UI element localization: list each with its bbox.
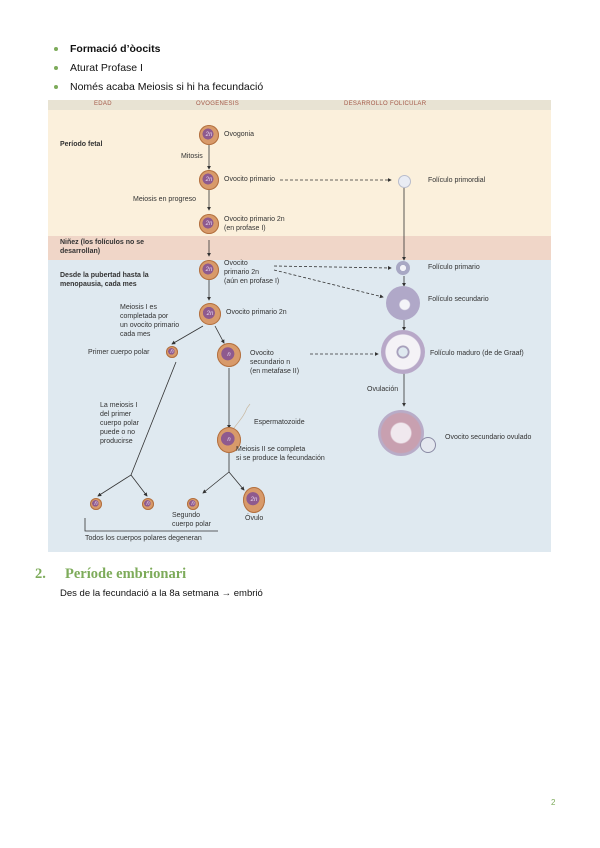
label-primary-oocyte: Ovocito primario xyxy=(224,176,275,183)
fertilized-oocyte-cell: n xyxy=(217,427,241,453)
label-mitosis: Mitosis xyxy=(181,153,203,160)
header-follicular: DESARROLLO FOLICULAR xyxy=(344,101,427,107)
arrow-ovum xyxy=(228,471,245,491)
second-polar-body: n xyxy=(187,498,199,510)
label-second-polar-2: cuerpo polar xyxy=(172,521,211,528)
label-secondary-follicle: Folículo secundario xyxy=(428,296,489,303)
sperm-tail xyxy=(233,403,251,429)
row-label-childhood: Niñez (los folículos no se desarrollan) xyxy=(60,239,145,255)
label-meiosis2-1: Meiosis II se completa xyxy=(236,446,306,453)
secondary-follicle xyxy=(386,286,420,320)
section-title: Període embrionari xyxy=(65,566,187,582)
primary-oocyte-monthly-cell: 2n xyxy=(199,303,221,325)
primary-oocyte-prophase-cell: 2n xyxy=(199,214,219,234)
label-sperm: Espermatozoide xyxy=(254,419,305,426)
arrow-polar-a xyxy=(97,474,132,497)
dashed-to-primary xyxy=(273,265,392,270)
first-polar-body: n xyxy=(166,346,178,358)
ovulated-oocyte xyxy=(420,437,436,453)
arrow-second-polar xyxy=(202,471,230,494)
ovulated-follicle xyxy=(378,410,424,456)
polar-body-a: n xyxy=(90,498,102,510)
label-secondary-oocyte-2: secundario n xyxy=(250,359,291,366)
label-meiosis1-4: cada mes xyxy=(120,331,151,338)
section-heading: 2. Període embrionari xyxy=(35,566,186,583)
oogonia-cell: 2n xyxy=(199,125,219,145)
dashed-to-secondary xyxy=(273,269,384,299)
label-first-polar-body: Primer cuerpo polar xyxy=(88,349,150,356)
label-primary-2n-b: primario 2n xyxy=(224,269,260,276)
bullet-list: Formació d’òocits Aturat Profase I Només… xyxy=(52,40,263,97)
fetal-band xyxy=(48,110,551,236)
label-primary-oocyte-2n: Ovocito primario 2n xyxy=(226,309,287,316)
label-meiosis2-2: si se produce la fecundación xyxy=(236,455,325,462)
label-meiosis1-1: Meiosis I es xyxy=(120,304,157,311)
label-polar-meiosis-2: del primer xyxy=(100,411,132,418)
bullet-item: Només acaba Meiosis si hi ha fecundació xyxy=(52,78,263,97)
primordial-follicle xyxy=(398,175,411,188)
bullet-icon xyxy=(54,85,58,89)
bullet-icon xyxy=(54,66,58,70)
bracket-polar-bodies xyxy=(84,518,218,532)
label-mature-follicle: Folículo maduro (de de Graaf) xyxy=(430,350,524,357)
arrow-polar-b xyxy=(130,474,148,497)
label-prophase: (en profase I) xyxy=(224,225,266,232)
label-oocyte: Ovocito xyxy=(224,260,248,267)
label-polar-meiosis-1: La meiosis I xyxy=(100,402,138,409)
label-second-polar-1: Segundo xyxy=(172,512,201,519)
ovum-cell: 2n xyxy=(243,487,265,513)
bullet-icon xyxy=(54,47,58,51)
section-paragraph: Des de la fecundació a la 8a setmana → e… xyxy=(60,588,263,599)
label-primary-2n: Ovocito primario 2n xyxy=(224,216,285,223)
label-polar-meiosis-5: producirse xyxy=(100,438,133,445)
primary-oocyte-cell: 2n xyxy=(199,170,219,190)
label-all-degenerate: Todos los cuerpos polares degeneran xyxy=(85,535,202,542)
arrow-secondary-oocyte xyxy=(214,325,225,344)
row-label-puberty: Desde la pubertad hasta la menopausia, c… xyxy=(60,272,149,288)
arrows-layer xyxy=(84,145,406,532)
label-ovulated-oocyte: Ovocito secundario ovulado xyxy=(445,434,532,441)
section-number: 2. xyxy=(35,566,46,582)
oogenesis-figure: EDAD OVOGÉNESIS DESARROLLO FOLICULAR Per… xyxy=(48,100,551,552)
label-primary-follicle: Folículo primario xyxy=(428,264,480,271)
arrow-first-polar xyxy=(171,325,204,345)
oocyte-puberty-cell: 2n xyxy=(199,260,219,280)
label-oogonia: Ovogonia xyxy=(224,131,254,138)
bullet-item: Aturat Profase I xyxy=(52,59,263,78)
label-ovum: Óvulo xyxy=(245,515,264,522)
label-polar-meiosis-4: puede o no xyxy=(100,429,136,436)
primary-follicle xyxy=(396,261,410,275)
label-ovulation: Ovulación xyxy=(367,386,399,393)
puberty-band xyxy=(48,260,551,552)
mature-follicle xyxy=(381,330,425,374)
childhood-band xyxy=(48,236,551,260)
label-primordial-follicle: Folículo primordial xyxy=(428,177,486,184)
label-secondary-oocyte-3: (en metafase II) xyxy=(250,368,300,375)
label-still-prophase: (aún en profase I) xyxy=(224,278,280,285)
label-polar-meiosis-3: cuerpo polar xyxy=(100,420,139,427)
label-secondary-oocyte-1: Ovocito xyxy=(250,350,274,357)
figure-header-band xyxy=(48,100,551,110)
polar-body-b: n xyxy=(142,498,154,510)
label-meiosis1-3: un ovocito primario xyxy=(120,322,180,329)
header-oogenesis: OVOGÉNESIS xyxy=(196,101,240,107)
secondary-oocyte-cell: n xyxy=(217,343,241,367)
line-polar-meiosis xyxy=(130,361,177,476)
row-label-fetal: Período fetal xyxy=(60,141,103,148)
page-number: 2 xyxy=(551,798,556,807)
header-age: EDAD xyxy=(94,101,112,107)
bullet-item: Formació d’òocits xyxy=(52,40,263,59)
label-meiosis-progress: Meiosis en progreso xyxy=(133,196,197,203)
label-meiosis1-2: completada por xyxy=(120,313,169,320)
